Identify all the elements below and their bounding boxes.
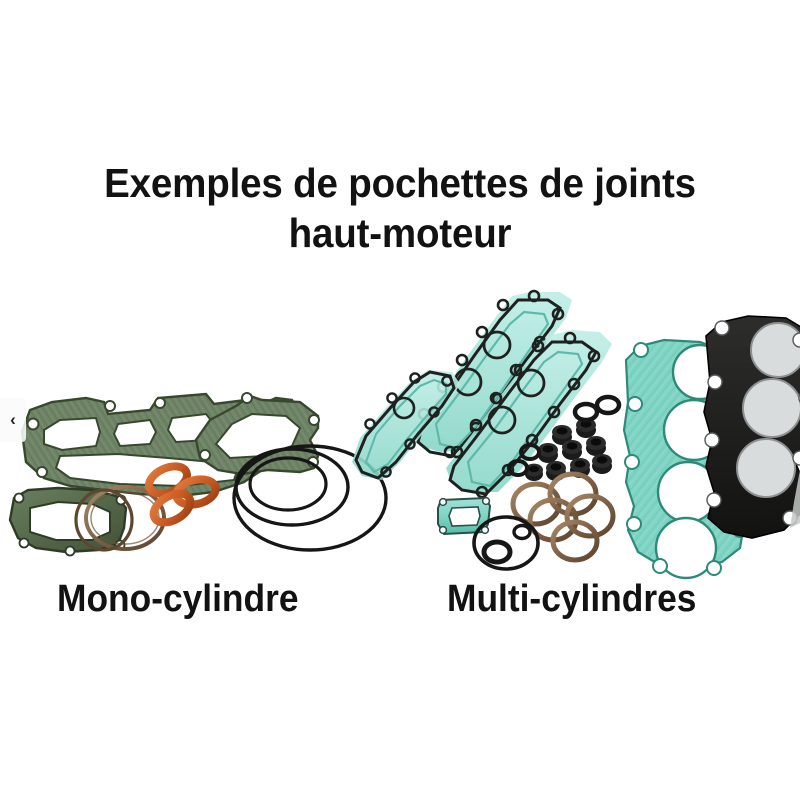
page-title: Exemples de pochettes de joints haut-mot… — [24, 158, 776, 258]
valve-cover-gasket-1 — [414, 289, 572, 459]
o-ring-medium — [234, 447, 350, 527]
head-gasket-4-cylinder-mls — [703, 315, 800, 539]
mono-cylinder-gasket-group — [8, 392, 388, 557]
o-ring-large — [232, 444, 388, 552]
multi-cylinder-gasket-group — [352, 289, 800, 580]
o-ring-assembly-lower — [472, 515, 540, 571]
o-ring-set-mono — [232, 444, 388, 552]
bronze-seal-ring — [84, 485, 166, 551]
cylinder-head-gasket — [194, 392, 320, 476]
cylinder-base-gasket — [20, 392, 302, 498]
page-title-line-2: haut-moteur — [288, 210, 512, 256]
valve-stem-seals — [525, 418, 612, 481]
o-ring-small — [248, 456, 328, 512]
page-title-line-1: Exemples de pochettes de joints — [104, 160, 696, 206]
caption-multi-cylindres: Multi-cylindres — [447, 578, 697, 620]
valve-cover-gasket-2 — [446, 330, 612, 499]
chevron-left-icon: ‹ — [10, 410, 16, 429]
exhaust-port-gaskets — [145, 462, 220, 527]
crankcase-cover-gasket — [8, 486, 128, 557]
head-gasket-4-cylinder-teal — [622, 338, 756, 580]
small-rectangular-gasket — [437, 496, 492, 536]
metal-sealing-rings — [510, 471, 616, 563]
bronze-seal-ring-overlap — [74, 488, 134, 552]
caption-mono-cylindre: Mono-cylindre — [57, 578, 299, 620]
small-o-rings-upper — [507, 394, 622, 477]
carousel-prev-button[interactable]: ‹ — [0, 398, 26, 442]
valve-cover-gasket-3 — [352, 370, 460, 480]
